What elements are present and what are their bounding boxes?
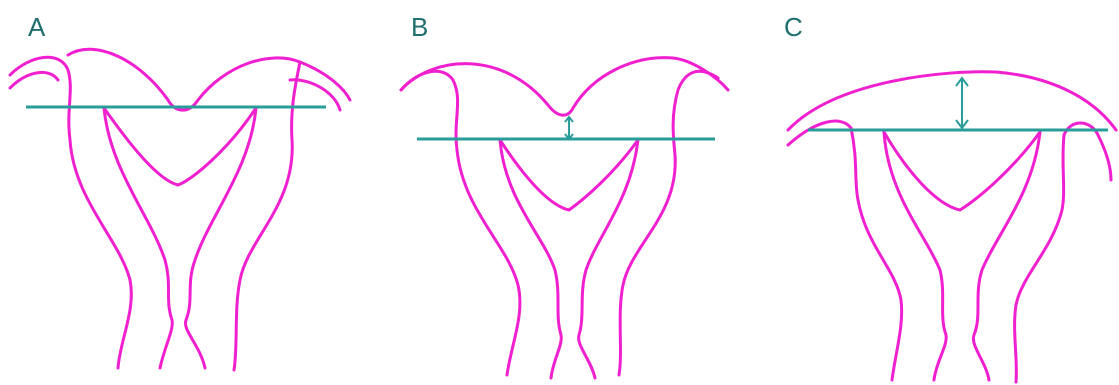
right-cornu-outline [619, 71, 718, 375]
panel-a: A [0, 0, 373, 385]
right-cornu-outline-outer [290, 80, 340, 110]
cavity-outline [884, 132, 1040, 210]
left-cornu-outline [401, 71, 520, 375]
distance-arrow-b [565, 117, 573, 139]
right-cornu-outline [1064, 123, 1111, 180]
cavity-inner-left [104, 108, 172, 368]
uterus-diagram-a [0, 0, 373, 385]
right-side-outline [1015, 135, 1064, 382]
fundus-outline-inner [788, 121, 851, 145]
uterus-diagram-c [746, 0, 1119, 385]
cavity-inner-right [185, 108, 256, 368]
cavity-outline [500, 140, 638, 210]
cavity-inner-left [884, 132, 946, 380]
uterus-diagram-b [373, 0, 746, 385]
panel-c: C [746, 0, 1119, 385]
left-cornu-outline-outer [10, 72, 58, 88]
panel-b: B [373, 0, 746, 385]
fundus-outline [68, 49, 350, 110]
cavity-inner-left [500, 140, 561, 378]
left-cornu-outline [10, 57, 131, 368]
cavity-outline [104, 108, 256, 185]
distance-arrow-c [956, 78, 968, 128]
left-cornu-outline [851, 128, 902, 380]
